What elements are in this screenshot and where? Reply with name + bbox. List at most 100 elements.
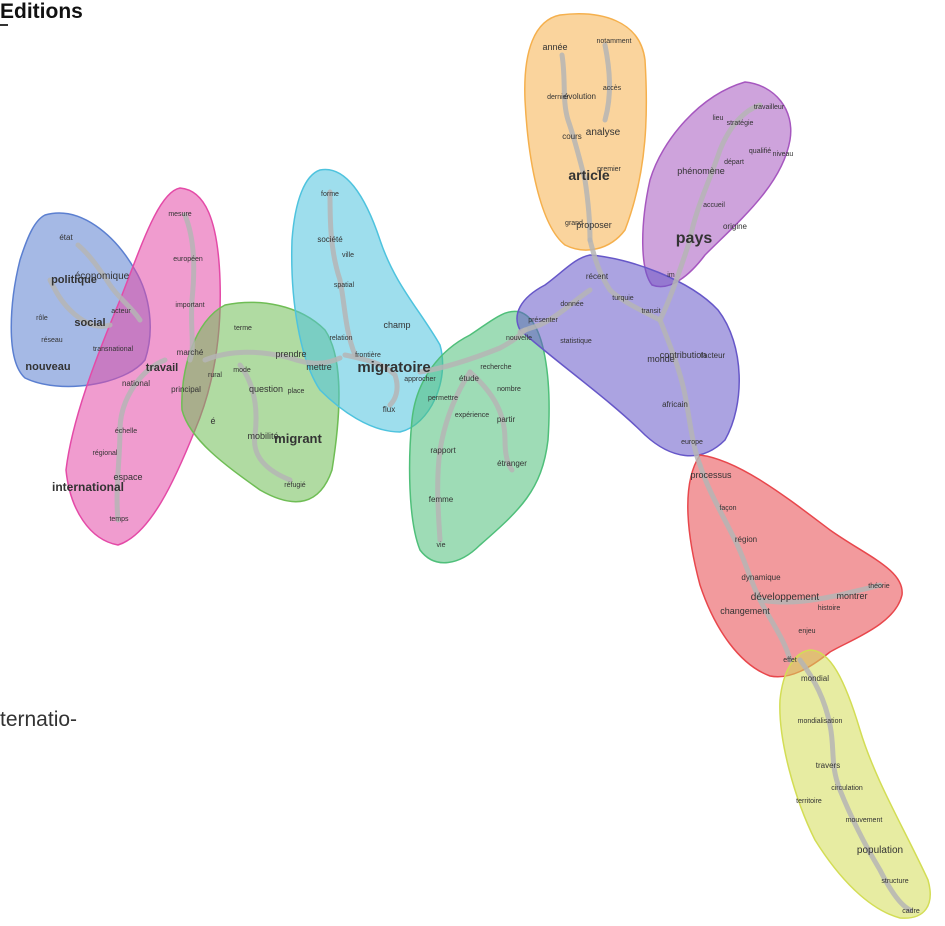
branch-line <box>202 349 343 366</box>
word-label: société <box>317 235 343 244</box>
truncated-side-text: ternatio- <box>0 708 78 731</box>
word-label: proposer <box>576 220 612 230</box>
word-label: niveau <box>773 151 794 158</box>
cluster-hulls <box>10 13 931 919</box>
word-label: dernier <box>547 94 569 101</box>
branch-line <box>602 42 613 123</box>
word-label: étranger <box>497 459 527 468</box>
word-label: origine <box>723 222 748 231</box>
word-label: champ <box>383 320 410 330</box>
word-label: régional <box>93 450 118 457</box>
word-labels: état politique économique social rôle ac… <box>25 38 919 915</box>
word-label: accueil <box>703 202 725 209</box>
word-label: mettre <box>306 362 332 372</box>
branch-line <box>327 189 358 358</box>
word-label: mondialisation <box>798 718 843 725</box>
word-label: marché <box>177 348 204 357</box>
word-label: façon <box>719 505 736 512</box>
word-label: cours <box>562 132 582 141</box>
word-label: circulation <box>831 785 863 792</box>
word-label: processus <box>690 470 732 480</box>
word-label: vie <box>437 542 446 549</box>
word-label: nombre <box>497 386 521 393</box>
word-label: mobilité <box>247 431 278 441</box>
branch-line <box>467 369 515 473</box>
word-label: ville <box>342 252 354 259</box>
word-label: territoire <box>796 798 822 805</box>
word-label: terme <box>234 325 252 332</box>
word-label: européen <box>173 256 203 263</box>
branch-line <box>587 237 663 323</box>
word-label: permettre <box>428 395 458 402</box>
word-label: approcher <box>404 376 436 383</box>
word-label: mouvement <box>846 817 883 824</box>
word-label: départ <box>724 159 744 166</box>
word-label: nouveau <box>25 361 70 373</box>
word-label: travail <box>146 362 178 374</box>
word-label: échelle <box>115 428 137 435</box>
word-label: facteur <box>701 351 726 360</box>
branch-line <box>657 102 763 323</box>
branch-line <box>559 52 593 243</box>
word-label: national <box>122 379 150 388</box>
cluster-hull-purple <box>641 81 792 288</box>
word-label: espace <box>113 472 142 482</box>
word-label: changement <box>720 606 770 616</box>
word-label: im <box>667 272 675 279</box>
word-label: qualifié <box>749 148 771 155</box>
word-label: turquie <box>612 295 634 302</box>
branch-line <box>237 362 293 483</box>
word-label: dynamique <box>741 573 781 582</box>
word-label: étude <box>459 374 480 383</box>
word-label: femme <box>429 495 454 504</box>
cluster-hull-yellow <box>779 649 931 919</box>
word-label: transnational <box>93 346 134 353</box>
word-label: grand <box>565 220 583 227</box>
word-label: évolution <box>564 92 596 101</box>
word-label: donnée <box>560 301 583 308</box>
word-label: spatial <box>334 282 355 289</box>
word-label: état <box>59 233 73 242</box>
branch-line <box>114 357 168 523</box>
word-label: histoire <box>818 605 841 612</box>
word-label: rural <box>208 372 222 379</box>
branch-line <box>757 582 883 605</box>
branch-line <box>47 277 113 329</box>
word-label: forme <box>321 191 339 198</box>
word-label: région <box>735 535 757 544</box>
word-label: effet <box>783 657 797 664</box>
branch-line <box>182 212 197 363</box>
branch-line <box>517 287 593 335</box>
word-label: expérience <box>455 412 489 419</box>
word-label: premier <box>597 166 621 173</box>
branch-line <box>342 352 400 408</box>
word-label: social <box>74 317 105 329</box>
word-label: lieu <box>713 115 724 122</box>
word-label: économique <box>75 271 130 282</box>
word-label: développement <box>751 592 820 603</box>
word-label: travailleur <box>754 104 785 111</box>
cluster-hull-red <box>687 454 903 678</box>
branch-lines <box>47 42 913 913</box>
word-label: mesure <box>168 211 191 218</box>
word-label: accès <box>603 85 622 92</box>
word-label: mondial <box>801 674 829 683</box>
branch-line <box>75 242 143 323</box>
word-label: migratoire <box>357 359 430 376</box>
word-label: transit <box>641 308 660 315</box>
word-label: flux <box>383 405 395 414</box>
word-label: frontière <box>355 352 381 359</box>
word-label: phénomène <box>677 166 725 176</box>
word-label: analyse <box>586 127 621 138</box>
word-label: migrant <box>274 431 322 446</box>
word-label: mode <box>233 367 251 374</box>
branch-line <box>697 462 793 663</box>
word-label: principal <box>171 385 201 394</box>
word-label: structure <box>881 878 908 885</box>
word-label: é <box>210 416 215 426</box>
word-label: notamment <box>596 38 631 45</box>
branch-line <box>435 369 473 543</box>
word-label: statistique <box>560 338 592 345</box>
word-label: travers <box>816 761 840 770</box>
word-label: récent <box>586 272 609 281</box>
